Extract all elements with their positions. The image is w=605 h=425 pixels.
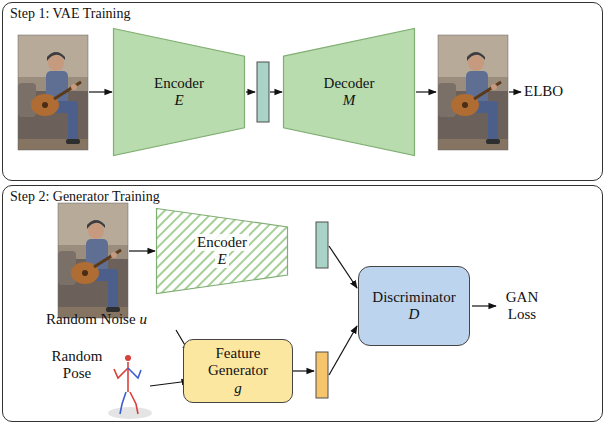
trapezoid-fill [284,29,415,156]
input-photo [58,203,128,318]
latent-bar [257,62,269,122]
discriminator-box: DiscriminatorD [358,266,470,346]
frozen-encoder-block: EncoderE [156,208,288,294]
variable-symbol: u [140,311,148,328]
math-symbol: E [174,92,183,109]
latent-bar [316,222,328,268]
generated-feature-bar [316,352,328,398]
step-title: Step 1: VAE Training [10,6,130,22]
reconstructed-photo [438,35,508,150]
block-name: Encoder [195,234,249,251]
math-symbol: D [409,306,420,323]
feature-generator-box: Feature Generatorg [183,339,293,403]
input-label: Random Pose [46,348,108,383]
step-panel: Step 1: VAE TrainingEncoderE DecoderM [2,2,603,181]
trapezoid-fill [114,29,245,156]
math-symbol: E [215,251,228,268]
block-name: Discriminator [372,289,455,306]
trapezoid-fill [157,209,288,294]
math-symbol: g [234,380,242,397]
input-photo [18,35,88,150]
math-symbol: M [343,92,356,109]
decoder-block: DecoderM [283,28,415,156]
block-name: Decoder [324,75,375,92]
loss-label: ELBO [524,83,563,100]
block-name: Feature Generator [184,345,292,380]
encoder-block: EncoderE [113,28,245,156]
pose-figure [108,355,152,419]
input-label: Random Noise [46,311,136,328]
block-name: Encoder [154,75,204,92]
loss-label: GAN Loss [497,289,547,324]
step-title: Step 2: Generator Training [10,189,160,205]
